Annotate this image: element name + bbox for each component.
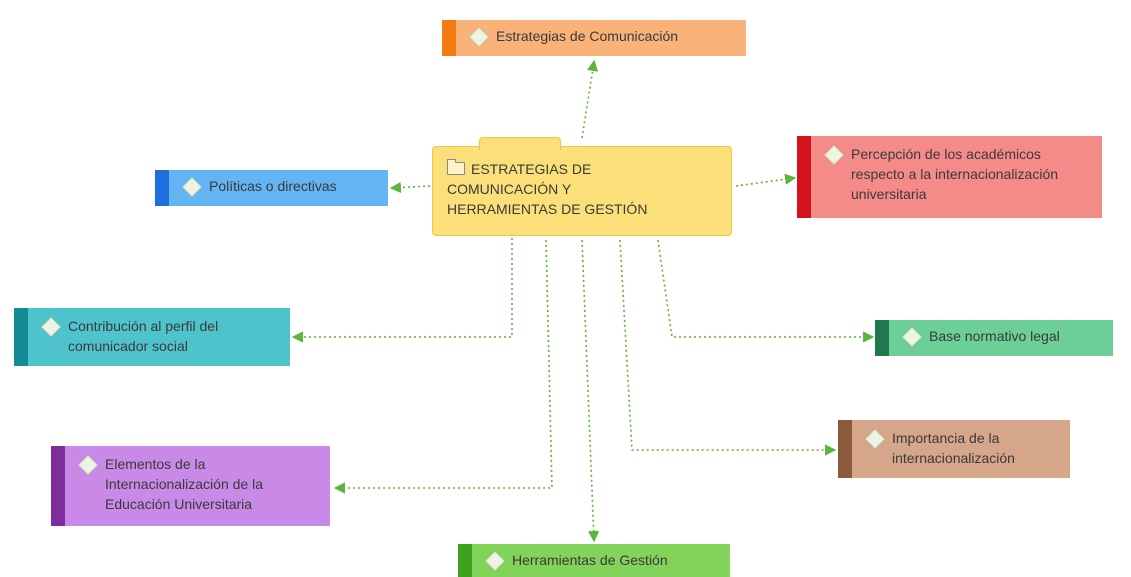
topic-label: Herramientas de Gestión xyxy=(512,552,668,568)
central-topic-line1: ESTRATEGIAS DE xyxy=(471,161,592,177)
topic-label-line1: Elementos de la xyxy=(105,456,206,472)
color-bar xyxy=(838,420,852,478)
topic-herramientas-gestion[interactable]: Herramientas de Gestión xyxy=(458,544,730,577)
topic-elementos-internacionalizacion[interactable]: Elementos de la Internacionalización de … xyxy=(51,446,330,526)
color-bar xyxy=(155,170,169,206)
color-bar xyxy=(797,136,811,218)
topic-label: Políticas o directivas xyxy=(209,178,337,194)
topic-icon xyxy=(824,145,844,165)
topic-label: Base normativo legal xyxy=(929,328,1060,344)
topic-icon xyxy=(469,27,489,47)
link-herramientas xyxy=(581,239,600,543)
topic-percepcion-academicos[interactable]: Percepción de los académicos respecto a … xyxy=(797,136,1102,218)
topic-label-line3: universitaria xyxy=(851,186,927,202)
central-topic-line2: COMUNICACIÓN Y xyxy=(447,181,572,197)
folder-icon xyxy=(447,159,465,175)
color-bar xyxy=(442,20,456,56)
link-elementos xyxy=(333,239,553,494)
link-politicas xyxy=(389,181,431,194)
topic-icon xyxy=(78,455,98,475)
color-bar xyxy=(875,320,889,356)
topic-icon xyxy=(182,177,202,197)
topic-label-line2: comunicador social xyxy=(68,338,188,354)
central-topic[interactable]: ESTRATEGIAS DE COMUNICACIÓN Y HERRAMIENT… xyxy=(432,137,732,236)
link-base xyxy=(657,239,875,343)
topic-icon xyxy=(41,317,61,337)
topic-contribucion-perfil[interactable]: Contribución al perfil del comunicador s… xyxy=(14,308,290,366)
color-bar xyxy=(51,446,65,526)
topic-label: Estrategias de Comunicación xyxy=(496,28,679,44)
topic-icon xyxy=(485,551,505,571)
topic-icon xyxy=(902,327,922,347)
folder-tab xyxy=(479,137,561,150)
color-bar xyxy=(14,308,28,366)
topic-label-line2: Internacionalización de la xyxy=(105,476,263,492)
topic-label-line1: Contribución al perfil del xyxy=(68,318,219,334)
topic-label-line3: Educación Universitaria xyxy=(105,496,253,512)
topic-estrategias-comunicacion[interactable]: Estrategias de Comunicación xyxy=(442,20,746,56)
topic-label-line2: respecto a la internacionalización xyxy=(851,166,1059,182)
link-contribucion xyxy=(291,238,513,343)
color-bar xyxy=(458,544,472,577)
topic-label-line2: internacionalización xyxy=(892,450,1015,466)
link-estrategias xyxy=(581,59,599,139)
topic-base-normativo[interactable]: Base normativo legal xyxy=(875,320,1113,356)
topic-label-line1: Importancia de la xyxy=(892,430,1000,446)
central-topic-line3: HERRAMIENTAS DE GESTIÓN xyxy=(447,201,648,217)
link-importancia xyxy=(619,239,837,456)
topic-icon xyxy=(865,429,885,449)
link-percepcion xyxy=(735,173,797,187)
topic-label-line1: Percepción de los académicos xyxy=(851,146,1041,162)
topic-importancia-internacionalizacion[interactable]: Importancia de la internacionalización xyxy=(838,420,1070,478)
topic-politicas-directivas[interactable]: Políticas o directivas xyxy=(155,170,388,206)
